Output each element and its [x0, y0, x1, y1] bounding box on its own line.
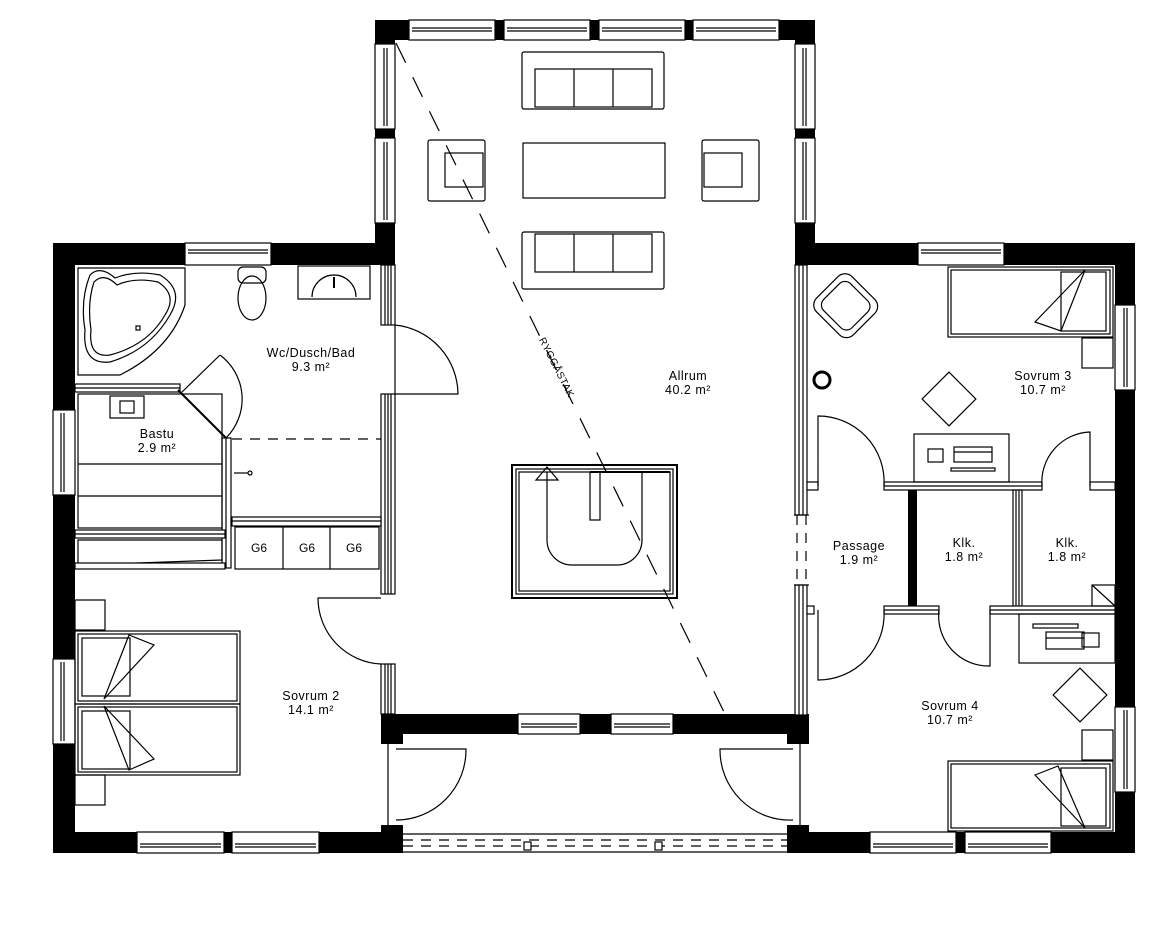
sovrum2-furniture — [74, 599, 241, 806]
room-area: 1.8 m² — [1047, 550, 1087, 564]
room-name: Wc/Dusch/Bad — [266, 346, 356, 360]
room-area: 2.9 m² — [137, 441, 177, 455]
room-label-bastu: Bastu 2.9 m² — [138, 427, 176, 455]
room-name: Passage — [832, 539, 886, 553]
room-area: 10.7 m² — [927, 713, 973, 727]
room-label-sovrum3: Sovrum 3 10.7 m² — [1014, 369, 1072, 397]
room-name: Klk. — [952, 536, 976, 550]
storage-label-3: G6 — [345, 541, 363, 555]
sovrum4-furniture — [947, 613, 1116, 832]
allrum-furniture — [427, 51, 760, 599]
storage-label-1: G6 — [250, 541, 268, 555]
ridge-line — [395, 42, 726, 715]
room-area: 9.3 m² — [291, 360, 331, 374]
outer-walls — [53, 20, 1135, 853]
room-label-klk2: Klk. 1.8 m² — [1048, 536, 1086, 564]
room-name: Allrum — [668, 369, 708, 383]
wc-fixtures — [77, 265, 371, 476]
windows — [52, 19, 1136, 854]
room-label-passage: Passage 1.9 m² — [833, 539, 885, 567]
interior-walls — [74, 264, 1116, 716]
room-name: Klk. — [1055, 536, 1079, 550]
doors — [180, 324, 1091, 853]
room-label-sovrum4: Sovrum 4 10.7 m² — [921, 699, 979, 727]
room-area: 1.9 m² — [839, 553, 879, 567]
storage-label-2: G6 — [298, 541, 316, 555]
room-area: 40.2 m² — [665, 383, 711, 397]
room-label-allrum: Allrum 40.2 m² — [665, 369, 711, 397]
room-name: Sovrum 2 — [282, 689, 340, 703]
room-name: Sovrum 3 — [1014, 369, 1072, 383]
room-label-klk1: Klk. 1.8 m² — [945, 536, 983, 564]
room-name: Bastu — [139, 427, 175, 441]
room-label-wc: Wc/Dusch/Bad 9.3 m² — [267, 346, 356, 374]
room-label-sovrum2: Sovrum 2 14.1 m² — [282, 689, 340, 717]
room-name: Sovrum 4 — [921, 699, 979, 713]
room-area: 14.1 m² — [288, 703, 334, 717]
room-area: 10.7 m² — [1020, 383, 1066, 397]
sovrum3-furniture — [812, 266, 1114, 483]
room-area: 1.8 m² — [944, 550, 984, 564]
